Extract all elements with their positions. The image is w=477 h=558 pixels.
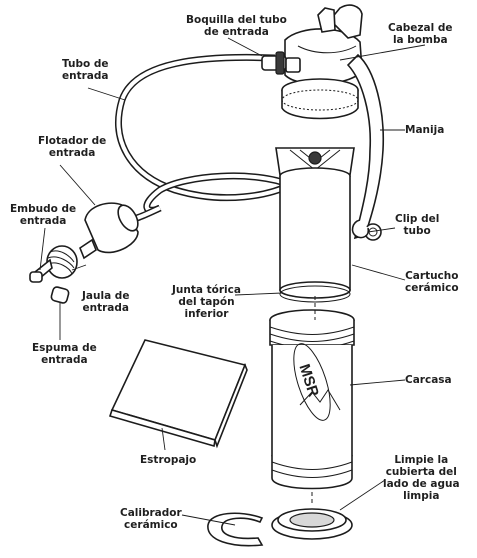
housing: [269, 309, 355, 490]
inlet-funnel: [29, 258, 53, 283]
label-carcasa: Carcasa: [405, 374, 452, 386]
inlet-float: [84, 202, 139, 254]
inlet-tube: [115, 53, 292, 226]
tube-nozzle: [261, 51, 301, 75]
pump-head: [281, 4, 363, 120]
ceramic-gauge: [207, 512, 264, 547]
inlet-foam: [50, 286, 70, 304]
label-manija: Manija: [405, 124, 445, 136]
tube-clip: [351, 219, 370, 239]
ceramic-cartridge: [275, 147, 355, 303]
cleaning-pad: [108, 339, 248, 449]
bottom-cap: [271, 492, 353, 540]
leader-lines: [39, 37, 426, 526]
label-estropajo: Estropajo: [140, 454, 197, 466]
inlet-cage: [46, 238, 97, 279]
